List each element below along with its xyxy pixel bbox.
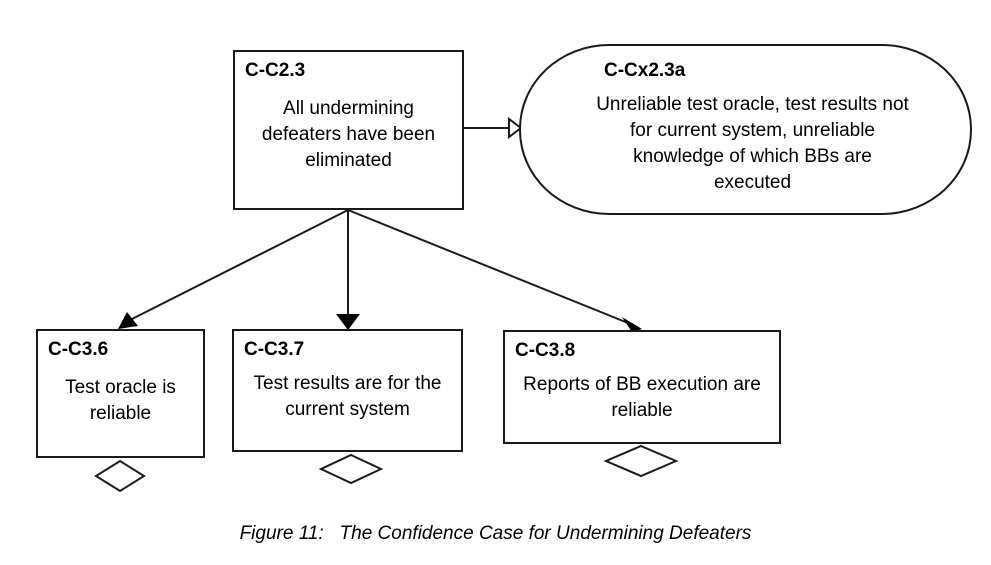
goal-node-text: All undermining defeaters have been elim…: [261, 98, 436, 171]
context-node-id: C-Cx2.3a: [604, 60, 686, 81]
undeveloped-diamond-c3-7: [318, 453, 384, 485]
support-link-arrowhead-c3-6: [118, 312, 138, 329]
child-node-c3-6: C-C3.6 Test oracle is reliable: [36, 329, 205, 458]
child-node-text: Reports of BB execution are reliable: [523, 374, 761, 421]
context-link-arrowhead: [508, 117, 523, 139]
child-node-id: C-C3.6: [48, 339, 109, 360]
child-node-text: Test results are for the current system: [253, 373, 442, 420]
undeveloped-diamond-c3-6: [94, 459, 146, 493]
figure-caption: Figure 11: The Confidence Case for Under…: [239, 523, 752, 544]
child-node-text: Test oracle is reliable: [65, 377, 176, 424]
support-link-arrowhead-c3-8: [622, 317, 642, 332]
support-link-line-c3-8: [347, 209, 629, 324]
context-node: C-Cx2.3a Unreliable test oracle, test re…: [519, 44, 972, 215]
child-node-id: C-C3.8: [515, 340, 576, 361]
child-node-c3-7: C-C3.7 Test results are for the current …: [232, 329, 463, 452]
context-node-text: Unreliable test oracle, test results not…: [596, 94, 909, 193]
goal-node-id: C-C2.3: [245, 60, 306, 81]
support-link-line-c3-6: [129, 209, 349, 321]
child-node-id: C-C3.7: [244, 339, 305, 360]
undeveloped-diamond-c3-8: [603, 444, 679, 478]
support-link-arrowhead-c3-7: [336, 314, 360, 330]
goal-node: C-C2.3 All undermining defeaters have be…: [233, 50, 464, 210]
child-node-c3-8: C-C3.8 Reports of BB execution are relia…: [503, 330, 781, 444]
